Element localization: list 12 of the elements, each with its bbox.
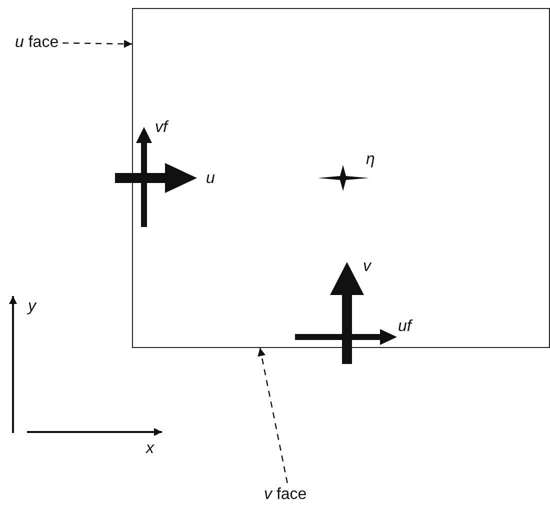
variable-label: uf (398, 319, 412, 335)
variable-label: vf (155, 120, 168, 136)
face-label: u face (15, 34, 59, 52)
grid-cell (132, 8, 550, 348)
variable-label: η (366, 152, 375, 168)
variable-label: v (363, 259, 371, 275)
variable-label: u (206, 171, 215, 187)
leader-line (62, 40, 132, 48)
leader-line (258, 348, 288, 484)
variable-label: x (146, 441, 154, 457)
face-label: v face (264, 486, 307, 504)
variable-label: y (28, 299, 36, 315)
